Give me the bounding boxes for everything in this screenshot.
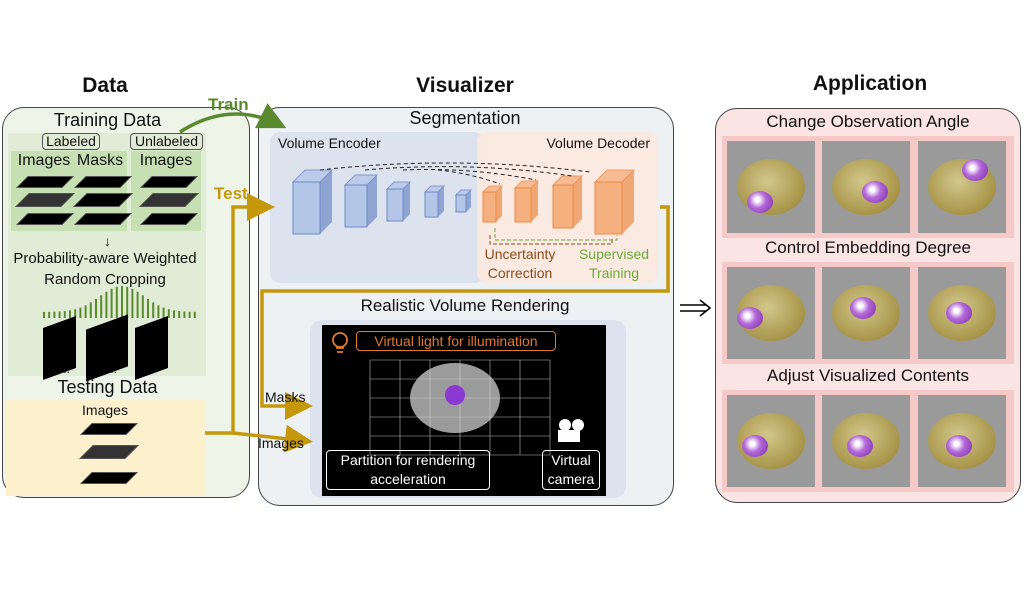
ellipsis: ...: [59, 362, 70, 376]
testing-data-title: Testing Data: [57, 377, 158, 397]
images-arrow: [232, 424, 313, 453]
skip-connection: [402, 168, 537, 181]
encoder-label: Volume Encoder: [278, 135, 381, 151]
feedback-lines: [489, 228, 618, 245]
unlabeled-images-label: Images: [139, 152, 193, 169]
decoder-block: [513, 180, 540, 223]
decoder-block: [481, 185, 504, 223]
segmentation-title: Segmentation: [409, 108, 521, 128]
camera-line2: camera: [547, 471, 595, 487]
encoder-block: [454, 189, 473, 213]
double-arrow-icon: [680, 299, 712, 317]
decoder-block: [593, 169, 636, 235]
section-title: Change Observation Angle: [766, 112, 970, 131]
section-title: Control Embedding Degree: [764, 238, 971, 257]
render-thumbnail: [822, 395, 910, 487]
rendering-title: Realistic Volume Rendering: [360, 296, 570, 315]
encoder-block: [423, 185, 446, 218]
train-label: Train: [208, 95, 249, 114]
supervised-line1: Supervised: [578, 246, 650, 262]
unlabeled-label: Unlabeled: [130, 133, 203, 150]
cropping-text-2: Random Cropping: [44, 271, 166, 288]
render-thumbnail: [822, 141, 910, 233]
testing-images-label: Images: [82, 402, 128, 418]
test-arrow: [205, 193, 275, 435]
partition-label: Partition for rendering acceleration: [326, 450, 490, 490]
decoder-label: Volume Decoder: [546, 135, 650, 151]
cropping-text-1: Probability-aware Weighted: [13, 250, 197, 267]
uncertainty-line2: Correction: [487, 265, 553, 281]
ellipsis: ...: [106, 362, 117, 376]
skip-connection: [437, 169, 501, 185]
encoder-block: [291, 169, 334, 235]
visualizer-heading: Visualizer: [416, 74, 514, 97]
render-thumbnail: [727, 267, 815, 359]
images-label: Images: [17, 152, 71, 169]
encoder-block: [343, 174, 379, 228]
lightbulb-icon: [332, 332, 348, 353]
camera-icon: [558, 419, 584, 442]
partition-line2: acceleration: [370, 471, 446, 487]
masks-arrow: [260, 205, 670, 420]
decoder-block: [551, 175, 584, 229]
render-thumbnail: [918, 395, 1006, 487]
application-heading: Application: [812, 72, 928, 95]
supervised-line2: Training: [588, 265, 640, 281]
section-title: Adjust Visualized Contents: [767, 366, 969, 385]
training-data-title: Training Data: [53, 110, 162, 130]
labeled-label: Labeled: [42, 133, 100, 150]
data-heading: Data: [82, 74, 128, 97]
camera-label: Virtual camera: [542, 450, 600, 490]
render-thumbnail: [822, 267, 910, 359]
train-arrow: [179, 103, 287, 134]
masks-label: Masks: [76, 152, 124, 169]
skip-connection: [319, 162, 591, 173]
down-arrow-icon: ↓: [104, 233, 111, 249]
masks-arrow-label: Masks: [265, 389, 306, 405]
uncertainty-line1: Uncertainty: [484, 246, 556, 262]
render-thumbnail: [918, 267, 1006, 359]
render-thumbnail: [727, 395, 815, 487]
tumor-volume: [445, 385, 465, 405]
camera-line1: Virtual: [551, 452, 591, 468]
test-label: Test: [214, 184, 248, 203]
render-thumbnail: [918, 141, 1006, 233]
render-thumbnail: [727, 141, 815, 233]
virtual-light-label: Virtual light for illumination: [356, 331, 556, 351]
skip-connection: [364, 166, 573, 177]
encoder-block: [385, 181, 412, 222]
partition-line1: Partition for rendering: [340, 452, 476, 468]
images-arrow-label: Images: [258, 435, 304, 451]
